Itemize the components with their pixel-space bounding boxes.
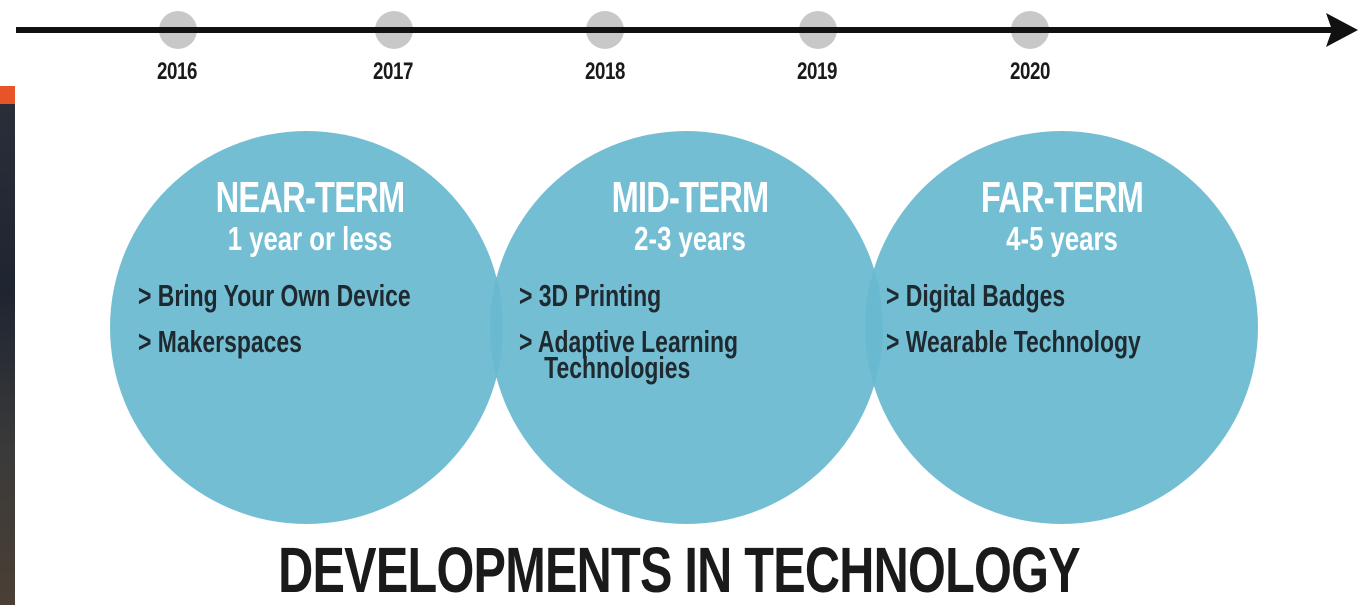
mid-term-header: MID-TERM 2-3 years xyxy=(540,175,840,257)
far-term-list: > Digital Badges > Wearable Technology xyxy=(886,278,1230,375)
year-label-2016: 2016 xyxy=(156,58,198,85)
mid-term-title: MID-TERM xyxy=(611,173,770,222)
list-item-continuation: Technologies xyxy=(544,350,691,385)
near-term-title: NEAR-TERM xyxy=(215,173,405,222)
near-term-header: NEAR-TERM 1 year or less xyxy=(160,175,460,257)
far-term-subtitle: 4-5 years xyxy=(1006,220,1118,257)
list-item: > Bring Your Own Device xyxy=(138,278,411,313)
list-item: > Digital Badges xyxy=(886,278,1066,313)
mid-term-subtitle: 2-3 years xyxy=(634,220,746,257)
list-item: > 3D Printing xyxy=(519,278,662,313)
list-item: > Wearable Technology xyxy=(886,324,1141,359)
year-label-2017: 2017 xyxy=(372,58,414,85)
near-term-subtitle: 1 year or less xyxy=(227,220,393,257)
timeline-arrowhead-icon xyxy=(1326,13,1358,47)
far-term-circle xyxy=(865,131,1258,524)
year-label-2019: 2019 xyxy=(796,58,838,85)
far-term-header: FAR-TERM 4-5 years xyxy=(912,175,1212,257)
orange-accent-stripe xyxy=(0,86,15,104)
year-label-2020: 2020 xyxy=(1009,58,1051,85)
list-item: > Adaptive Learning xyxy=(519,324,739,359)
mid-term-circle xyxy=(490,131,883,524)
mid-term-list: > 3D Printing > Adaptive Learning Techno… xyxy=(519,278,815,401)
list-item: > Makerspaces xyxy=(138,324,302,359)
diagram-title: DEVELOPMENTS IN TECHNOLOGY xyxy=(278,534,1081,606)
timeline xyxy=(16,11,1358,49)
year-label-2018: 2018 xyxy=(584,58,626,85)
near-term-circle xyxy=(110,131,503,524)
left-edge-photo xyxy=(0,86,15,605)
near-term-list: > Bring Your Own Device > Makerspaces xyxy=(138,278,506,375)
far-term-title: FAR-TERM xyxy=(980,173,1144,222)
